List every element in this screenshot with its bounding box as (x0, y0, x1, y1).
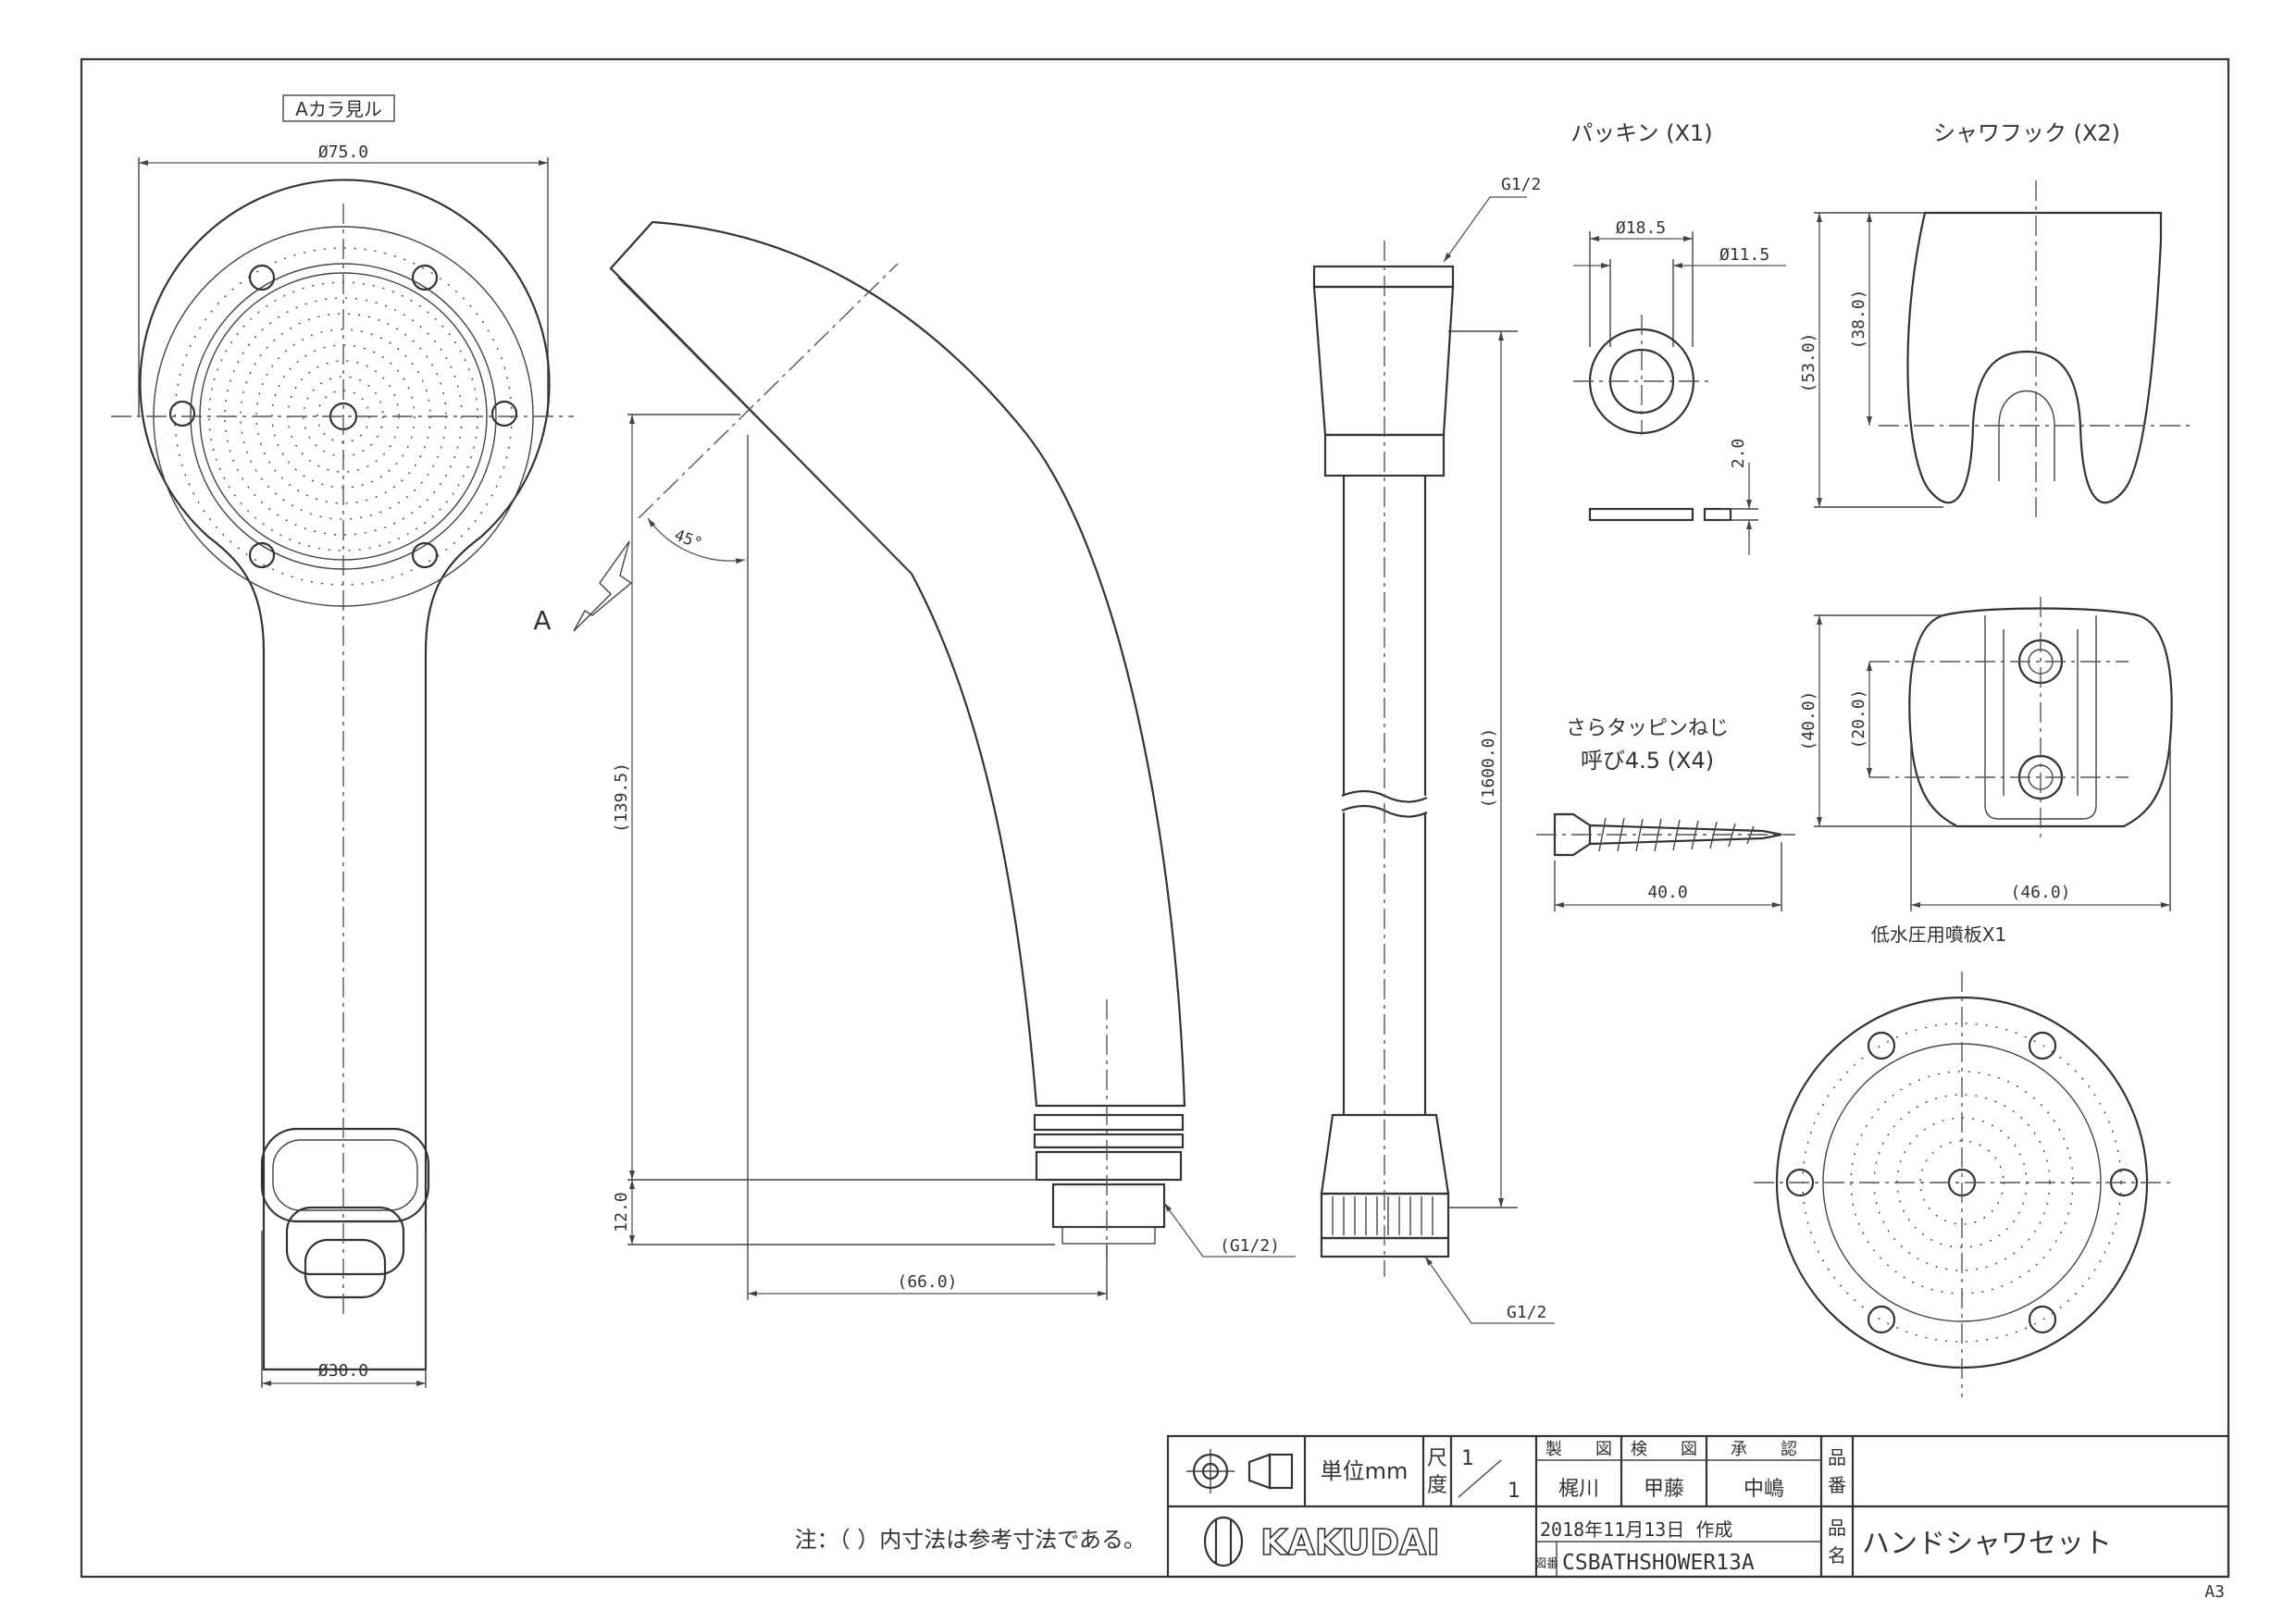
part-no-label-1: 品 (1828, 1446, 1846, 1468)
shower-head-outline (139, 179, 551, 1371)
scale-numerator: 1 (1461, 1447, 1474, 1470)
part-name-label-1: 品 (1828, 1517, 1846, 1539)
general-note: 注：（ ）内寸法は参考寸法である。 (795, 1527, 1146, 1553)
plate-view: 低水圧用噴板X1 (1754, 923, 2170, 1397)
thread-label: (G1/2) (1220, 1236, 1280, 1256)
dim-thread-length: 12.0 (612, 1192, 631, 1232)
view-direction-arrow (573, 540, 633, 632)
scale-label-2: 度 (1427, 1474, 1447, 1497)
screw-title-2: 呼び4.5 (X4) (1581, 748, 1714, 774)
view-arrow-label: A (533, 605, 551, 636)
dim-base-diameter: Ø30.0 (318, 1361, 368, 1381)
dim-packing-thickness: 2.0 (1729, 439, 1748, 469)
dim-offset: (66.0) (897, 1272, 957, 1292)
hook-title: シャワフック (X2) (1933, 120, 2120, 146)
dim-packing-outer: Ø18.5 (1616, 218, 1666, 238)
title-block: 単位mm 尺 度 1 1 製 図 検 図 承 認 梶川 甲藤 中嶋 品 番 品 … (1166, 1434, 2230, 1579)
dim-hook-pitch: (20.0) (1849, 688, 1868, 749)
hose-top-thread: G1/2 (1501, 175, 1541, 194)
front-view: Aカラ見ル Ø75.0 (111, 94, 574, 1388)
approved-by-label: 承 認 (1731, 1440, 1797, 1459)
hook-view: シャワフック (X2) (53.0) (38.0) (40.0) (20.0) … (1799, 120, 2193, 911)
part-name: ハンドシャワセット (1862, 1528, 2112, 1560)
hook-side-outline (1906, 211, 2163, 504)
dim-screw-length: 40.0 (1647, 883, 1687, 902)
drawing-date: 2018年11月13日 作成 (1540, 1518, 1732, 1541)
packing-view: パッキン (X1) Ø18.5 Ø11.5 2.0 (1570, 120, 1786, 555)
drawing-number: CSBATHSHOWER13A (1562, 1551, 1755, 1575)
drawing-number-label: 図番 (1534, 1557, 1558, 1571)
screw-view: さらタッピンねじ 呼び4.5 (X4) 40.0 (1536, 717, 1795, 911)
checked-by-label: 検 図 (1631, 1440, 1697, 1459)
plate-title: 低水圧用噴板X1 (1871, 923, 2006, 946)
checked-by: 甲藤 (1644, 1478, 1684, 1501)
view-label: Aカラ見ル (295, 98, 382, 120)
projection-symbol (1186, 1449, 1294, 1493)
scale-label-1: 尺 (1427, 1447, 1447, 1470)
unit-label: 単位mm (1321, 1458, 1409, 1484)
hook-front-outline (1908, 607, 2173, 828)
hose-bottom-thread: G1/2 (1507, 1303, 1546, 1322)
logo-text: KAKUDAI (1260, 1522, 1440, 1563)
dim-hook-front-height: (40.0) (1799, 690, 1818, 750)
scale-denominator: 1 (1508, 1480, 1520, 1503)
screw-title-1: さらタッピンねじ (1566, 717, 1729, 740)
approved-by: 中嶋 (1744, 1478, 1784, 1501)
dim-packing-inner: Ø11.5 (1719, 245, 1769, 265)
hose-view: (1600.0) G1/2 G1/2 (1312, 175, 1555, 1324)
side-view: 45° A (139.5) 12.0 (66.0) (G1/2) (533, 220, 1296, 1300)
company-logo: KAKUDAI (1203, 1516, 1440, 1567)
part-name-label-2: 名 (1828, 1544, 1846, 1567)
dim-hook-height: (53.0) (1799, 332, 1818, 392)
sheet-size: A3 (2204, 1582, 2225, 1602)
packing-title: パッキン (X1) (1570, 120, 1712, 146)
shower-side-outline (609, 220, 1186, 1108)
dim-head-diameter: Ø75.0 (318, 142, 368, 162)
part-no-label-2: 番 (1828, 1474, 1846, 1496)
dim-hook-slot: (38.0) (1849, 289, 1868, 349)
dim-length: (139.5) (612, 762, 631, 833)
dim-hook-width: (46.0) (2010, 883, 2070, 902)
drawn-by-label: 製 図 (1545, 1440, 1612, 1459)
drawn-by: 梶川 (1558, 1478, 1599, 1501)
sheet-border (80, 57, 2230, 1579)
dim-hose-length: (1600.0) (1479, 728, 1498, 809)
dim-angle: 45° (672, 527, 705, 553)
